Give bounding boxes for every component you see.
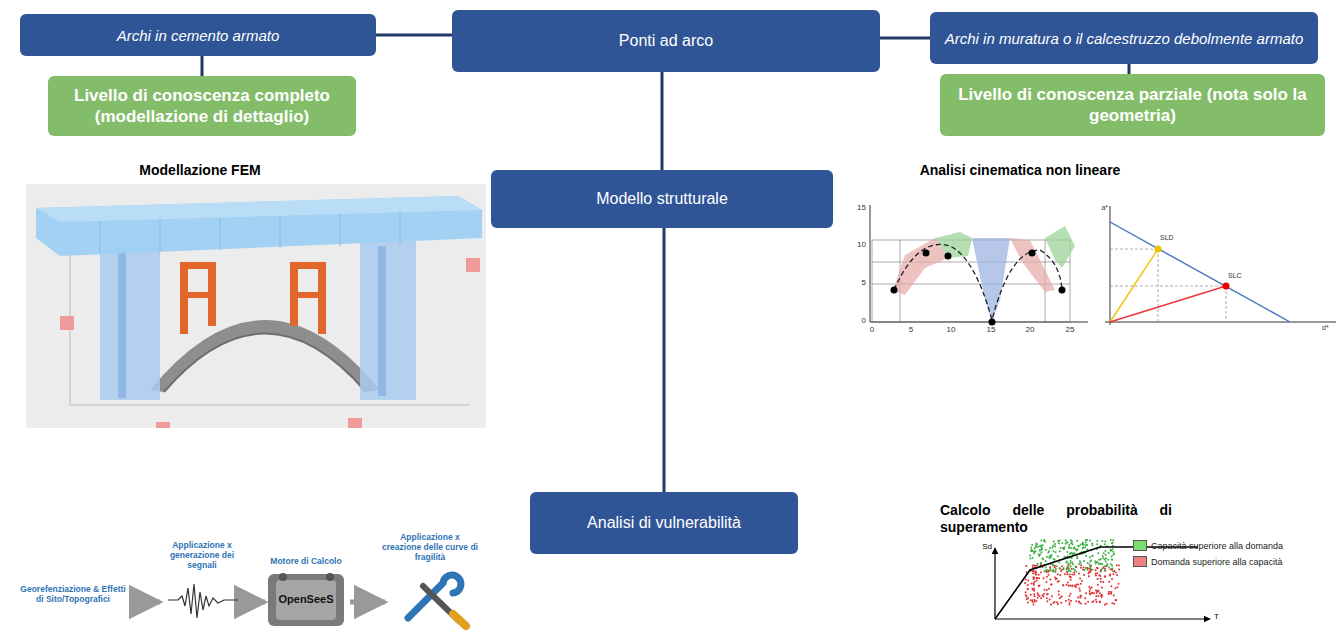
axis-label: SLC — [1228, 272, 1252, 280]
fem-model — [26, 184, 486, 428]
legend-entry: Domanda superiore alla capacità — [1133, 556, 1283, 567]
section-heading: Calcolo delle probabilità di superamento — [940, 502, 1172, 536]
axis-label: T — [1214, 612, 1226, 622]
box-text: Modello strutturale — [596, 190, 728, 208]
connector-line — [880, 37, 930, 40]
knowledge-level-box: Livello di conoscenza completo (modellaz… — [48, 76, 356, 136]
legend-swatch — [1133, 556, 1147, 567]
category-box: Archi in cemento armato — [20, 14, 376, 56]
step-label: OpenSeeS — [276, 593, 336, 606]
axis-label: 0 — [850, 316, 866, 326]
pipeline — [130, 573, 466, 626]
knowledge-level-box: Livello di conoscenza parziale (nota sol… — [940, 74, 1325, 136]
axis-label: 15 — [984, 325, 998, 335]
box-text: Archi in cemento armato — [117, 27, 280, 44]
axis-label: 5 — [905, 325, 917, 335]
fragility-plot — [995, 539, 1210, 619]
box-text: Livello di conoscenza completo (modellaz… — [58, 85, 346, 128]
section-heading: Analisi cinematica non lineare — [900, 162, 1140, 179]
axis-label: 10 — [944, 325, 958, 335]
legend-entry: Capacità superiore alla domanda — [1133, 540, 1283, 551]
capacity-chart — [1105, 206, 1336, 325]
connector-line — [376, 34, 452, 37]
process-box: Analisi di vulnerabilità — [530, 492, 798, 554]
kinematic-chart — [870, 205, 1088, 326]
root-box: Ponti ad arco — [452, 10, 880, 72]
box-text: Ponti ad arco — [619, 32, 713, 50]
step-label: Georefenziazione & Effetti di Sito/Topog… — [18, 584, 128, 604]
axis-label: 0 — [866, 325, 878, 335]
axis-label: 25 — [1063, 325, 1077, 335]
axis-label: SLD — [1160, 234, 1184, 242]
legend-text: Domanda superiore alla capacità — [1151, 557, 1283, 567]
box-text: Livello di conoscenza parziale (nota sol… — [950, 84, 1315, 127]
axis-label: 10 — [850, 240, 866, 250]
step-label: Applicazione x creazione delle curve di … — [380, 532, 480, 563]
section-heading: Modellazione FEM — [120, 162, 280, 179]
connector-line — [1128, 64, 1131, 74]
box-text: Archi in muratura o il calcestruzzo debo… — [945, 30, 1304, 47]
connector-line — [661, 72, 664, 170]
process-box: Modello strutturale — [491, 170, 833, 228]
legend-text: Capacità superiore alla domanda — [1151, 541, 1283, 551]
step-label: Motore di Calcolo — [268, 556, 344, 566]
axis-label: 5 — [850, 278, 866, 288]
box-text: Analisi di vulnerabilità — [587, 514, 741, 532]
axis-label: 20 — [1023, 325, 1037, 335]
category-box: Archi in muratura o il calcestruzzo debo… — [930, 12, 1318, 64]
axis-label: a* — [1094, 204, 1108, 212]
axis-label: d* — [1322, 324, 1338, 332]
connector-line — [663, 228, 666, 492]
legend-swatch — [1133, 540, 1147, 551]
axis-label: 15 — [850, 203, 866, 213]
connector-line — [201, 56, 204, 76]
step-label: Applicazione x generazione dei segnali — [160, 540, 244, 571]
axis-label: Sd — [976, 542, 992, 552]
